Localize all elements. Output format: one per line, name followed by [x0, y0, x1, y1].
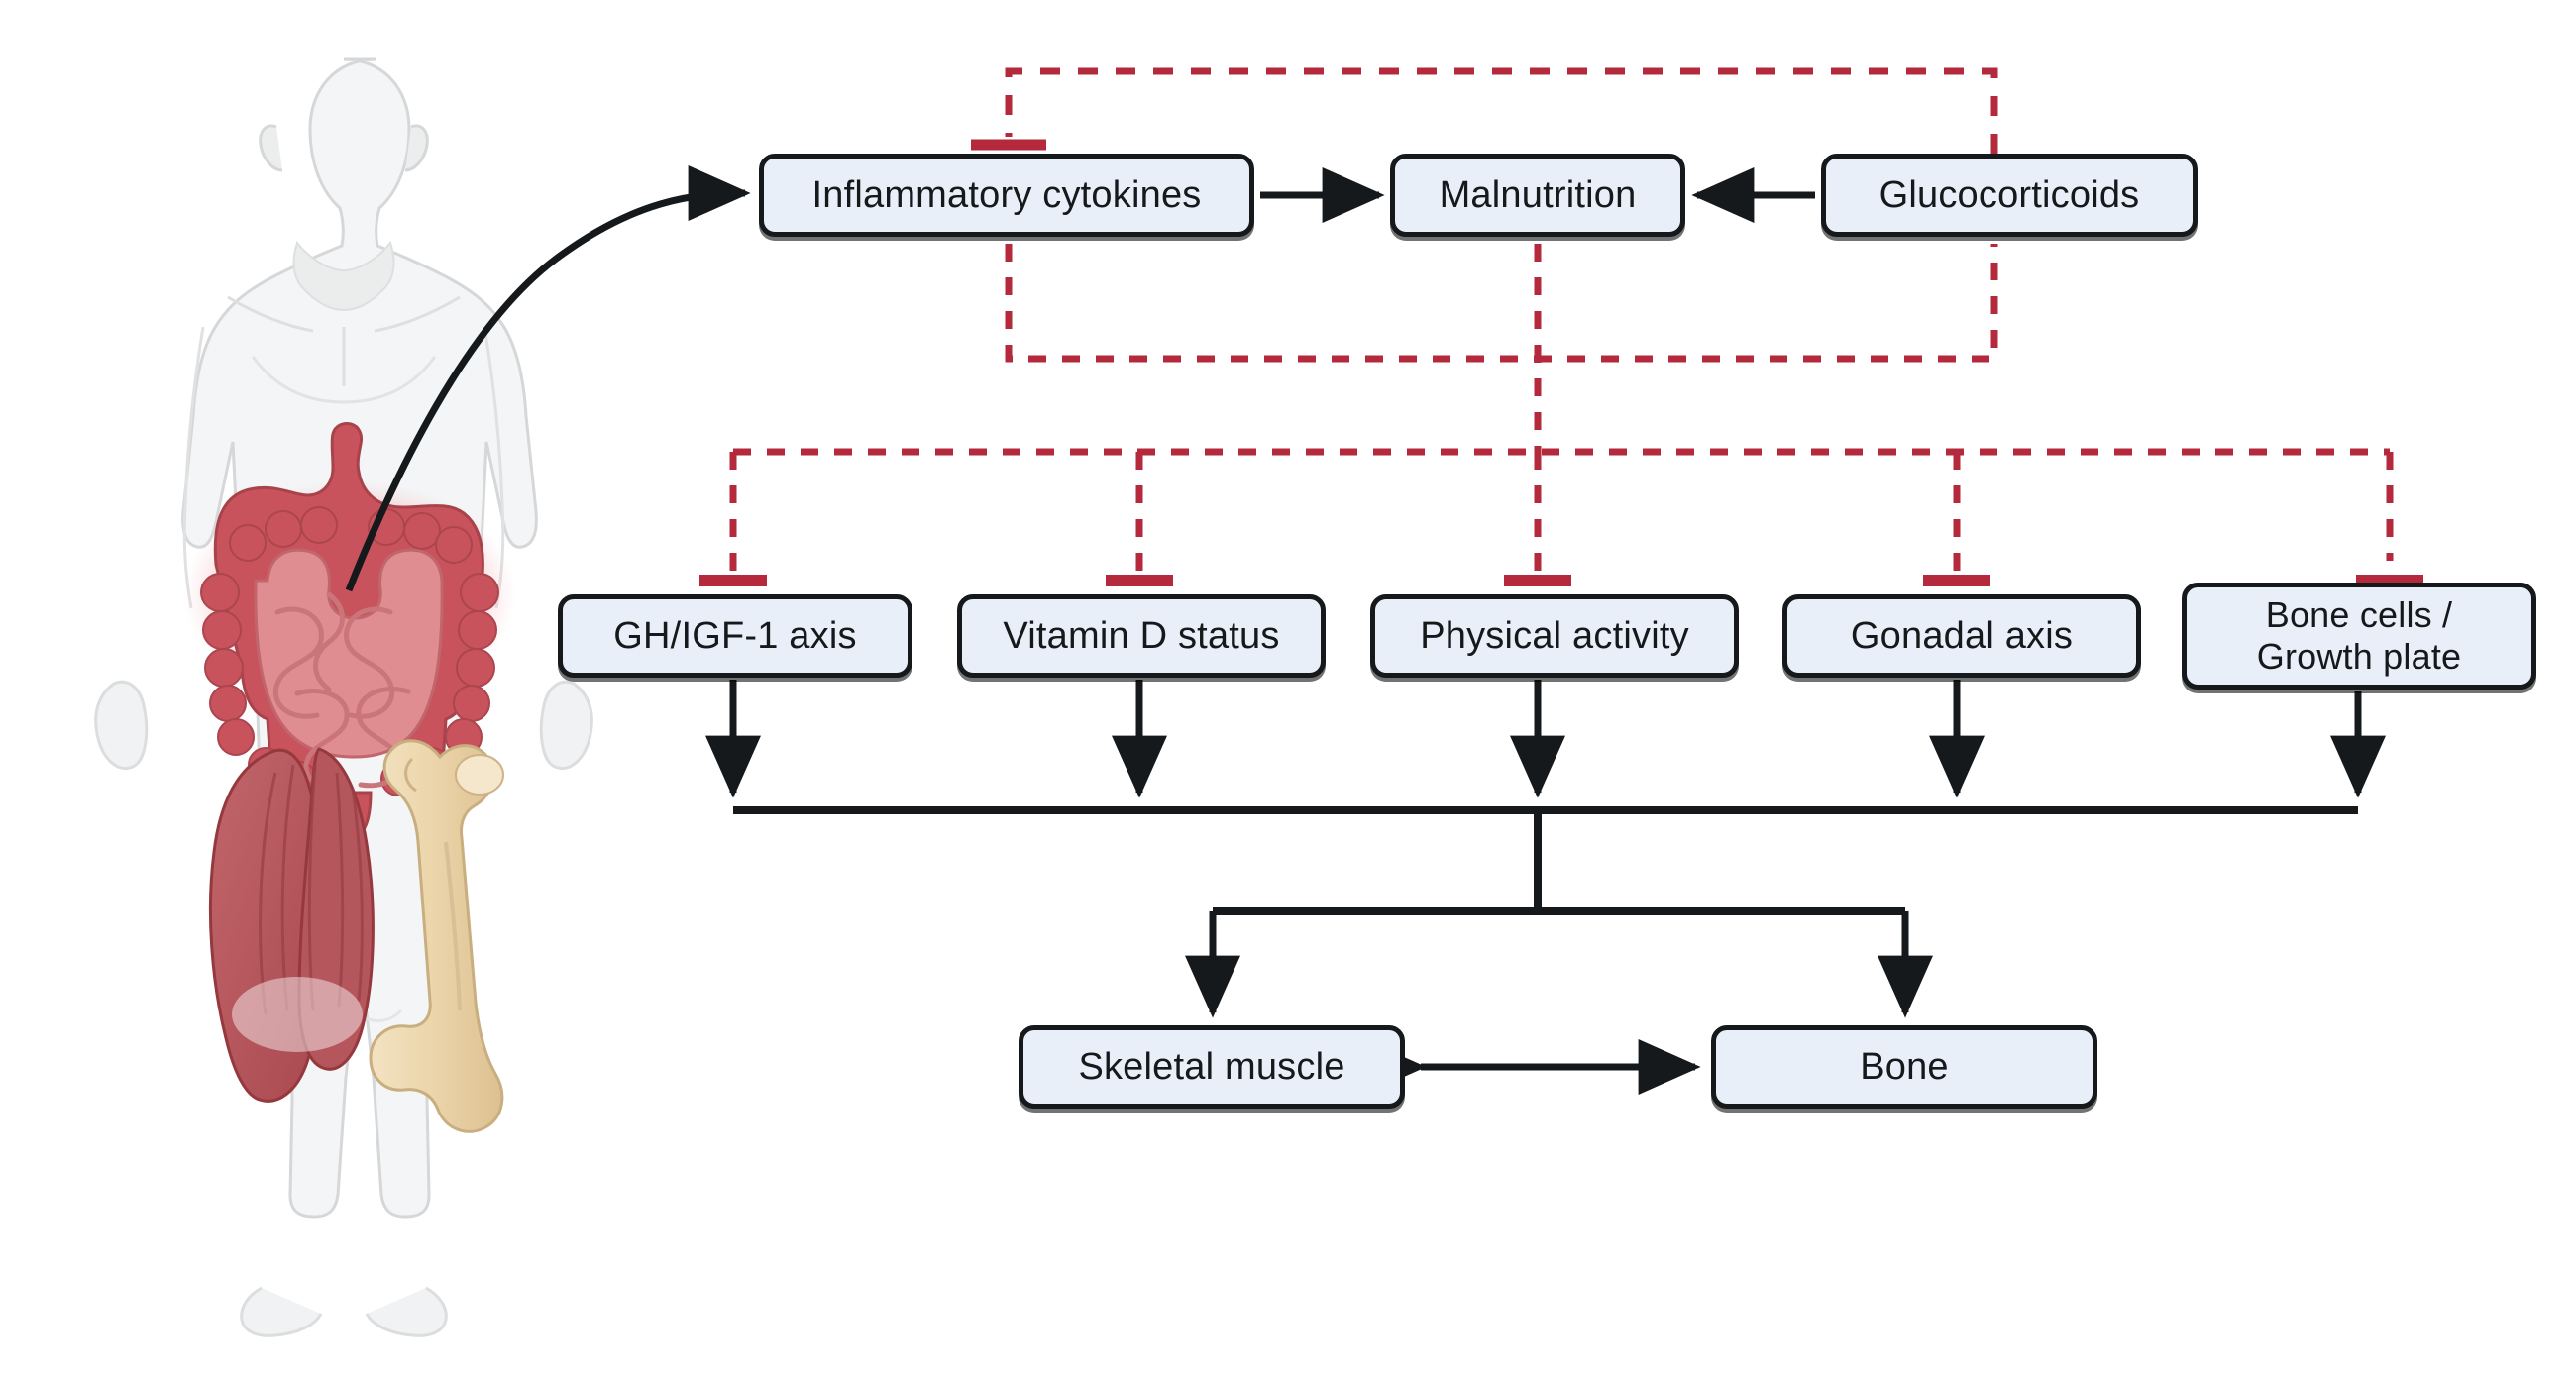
node-label: Malnutrition: [1439, 173, 1637, 216]
thigh-muscle: [208, 747, 375, 1103]
node-label: Bone cells / Growth plate: [2256, 593, 2462, 677]
node-gh-igf1-axis[interactable]: GH/IGF-1 axis: [558, 594, 912, 678]
node-bone[interactable]: Bone: [1711, 1025, 2097, 1109]
inhibition-bus-upper: [1005, 244, 1998, 452]
node-label: GH/IGF-1 axis: [613, 614, 857, 657]
femur-bone: [369, 739, 504, 1133]
node-skeletal-muscle[interactable]: Skeletal muscle: [1019, 1025, 1405, 1109]
node-label: Physical activity: [1420, 614, 1689, 657]
node-label: Glucocorticoids: [1878, 173, 2140, 216]
node-inflammatory-cytokines[interactable]: Inflammatory cytokines: [759, 154, 1254, 237]
edges-effectors-to-bus: [705, 680, 2386, 1018]
node-vitamin-d-status[interactable]: Vitamin D status: [957, 594, 1326, 678]
node-physical-activity[interactable]: Physical activity: [1370, 594, 1739, 678]
node-glucocorticoids[interactable]: Glucocorticoids: [1821, 154, 2198, 237]
node-gonadal-axis[interactable]: Gonadal axis: [1782, 594, 2141, 678]
node-label: Gonadal axis: [1850, 614, 2074, 657]
edge-gut-to-cytokines: [345, 165, 751, 592]
inhibition-bus-lower: [699, 448, 2423, 586]
node-bone-cells-growth-plate[interactable]: Bone cells / Growth plate: [2182, 583, 2536, 690]
inhibition-glucocorticoids-to-cytokines: [971, 67, 1998, 154]
node-label: Skeletal muscle: [1078, 1045, 1345, 1088]
node-label: Vitamin D status: [1003, 614, 1280, 657]
node-label: Bone: [1860, 1045, 1949, 1088]
node-label: Inflammatory cytokines: [811, 173, 1202, 216]
human-body-illustration: [94, 57, 593, 1337]
node-malnutrition[interactable]: Malnutrition: [1390, 154, 1685, 237]
